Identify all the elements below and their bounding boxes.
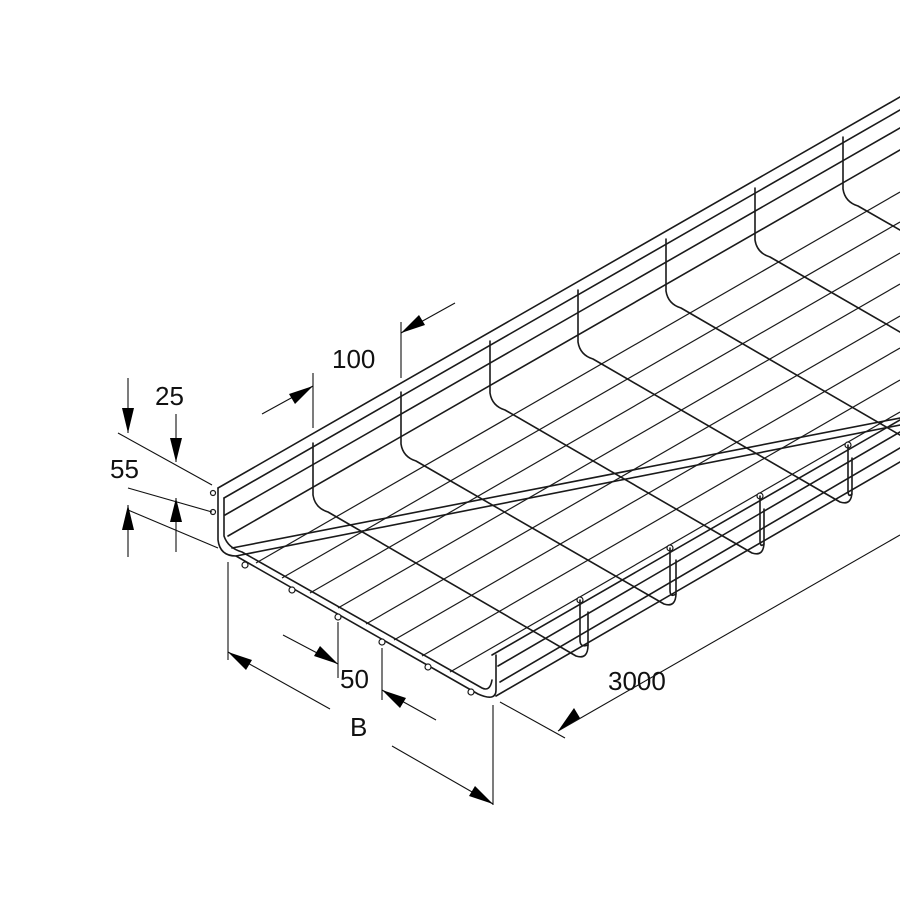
back-mid-rail [224, 127, 900, 516]
cross-wire-5 [665, 238, 900, 436]
cross-wire-7 [842, 136, 900, 231]
dimension-lines [117, 302, 900, 805]
floor-wire-4 [337, 283, 900, 609]
label-100: 100 [332, 344, 375, 374]
cross-wire-4 [577, 289, 853, 504]
label-55: 55 [110, 454, 139, 484]
dimension-labels: 100 25 55 50 B 3000 [110, 344, 666, 742]
front-bottom-rail [499, 447, 900, 683]
floor-wire-2 [281, 221, 900, 579]
cable-tray [209, 96, 900, 698]
near-bottom-corner-a [231, 417, 900, 549]
front-top-rail [491, 419, 900, 656]
label-3000: 3000 [608, 666, 666, 696]
cross-wire-6 [754, 187, 900, 333]
label-b: B [350, 712, 367, 742]
floor-wire-6 [393, 347, 900, 641]
near-bottom-corner-b [235, 424, 900, 557]
cross-wire-2 [400, 391, 677, 606]
front-bottom-rail-2 [495, 461, 900, 697]
end-u-wire-inner [223, 497, 493, 690]
back-top-rail [217, 96, 900, 489]
floor-wire-1 [255, 191, 900, 564]
floor-wire-3 [309, 252, 900, 594]
floor-wire-7 [421, 379, 900, 657]
cross-wire-1 [312, 442, 589, 658]
back-top-rail-inner [223, 109, 900, 499]
cross-wire-3 [489, 340, 765, 555]
back-bottom-rail [227, 149, 900, 537]
end-u-wire [217, 487, 497, 698]
floor-wire-8 [449, 411, 900, 673]
front-top-rail-inner [497, 431, 900, 667]
label-50: 50 [340, 664, 369, 694]
weld-points [209, 441, 852, 696]
label-25: 25 [155, 381, 184, 411]
front-side-stubs [579, 444, 853, 647]
floor-wire-5 [365, 315, 900, 625]
